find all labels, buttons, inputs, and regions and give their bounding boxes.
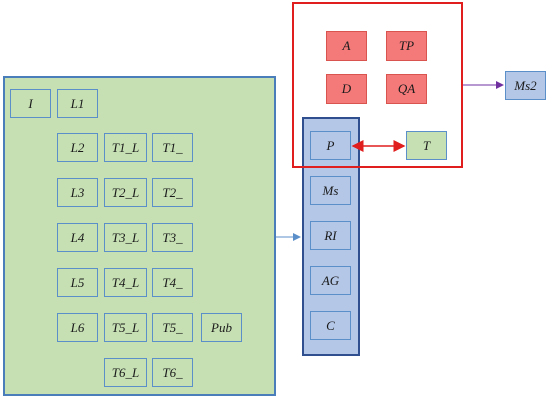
node-ms: Ms [310, 176, 351, 205]
node-qa: QA [386, 74, 427, 104]
node-l4: L4 [57, 223, 98, 252]
node-t5: T5_ [152, 313, 193, 342]
node-t1: T1_ [152, 133, 193, 162]
node-pub: Pub [201, 313, 242, 342]
node-d: D [326, 74, 367, 104]
node-t2-l: T2_L [104, 178, 147, 207]
node-ri: RI [310, 221, 351, 250]
node-l5: L5 [57, 268, 98, 297]
node-t6: T6_ [152, 358, 193, 387]
node-ag: AG [310, 266, 351, 295]
node-l6: L6 [57, 313, 98, 342]
node-t4: T4_ [152, 268, 193, 297]
node-i: I [10, 89, 51, 118]
node-c: C [310, 311, 351, 340]
node-t2: T2_ [152, 178, 193, 207]
node-t6-l: T6_L [104, 358, 147, 387]
node-t: T [406, 131, 447, 160]
node-tp: TP [386, 31, 427, 61]
node-l3: L3 [57, 178, 98, 207]
node-t4-l: T4_L [104, 268, 147, 297]
node-l1: L1 [57, 89, 98, 118]
node-a: A [326, 31, 367, 61]
node-ms2: Ms2 [505, 71, 546, 100]
node-t3-l: T3_L [104, 223, 147, 252]
red-group-frame [292, 2, 463, 168]
node-t1-l: T1_L [104, 133, 147, 162]
node-p: P [310, 131, 351, 160]
node-t5-l: T5_L [104, 313, 147, 342]
node-l2: L2 [57, 133, 98, 162]
node-t3: T3_ [152, 223, 193, 252]
